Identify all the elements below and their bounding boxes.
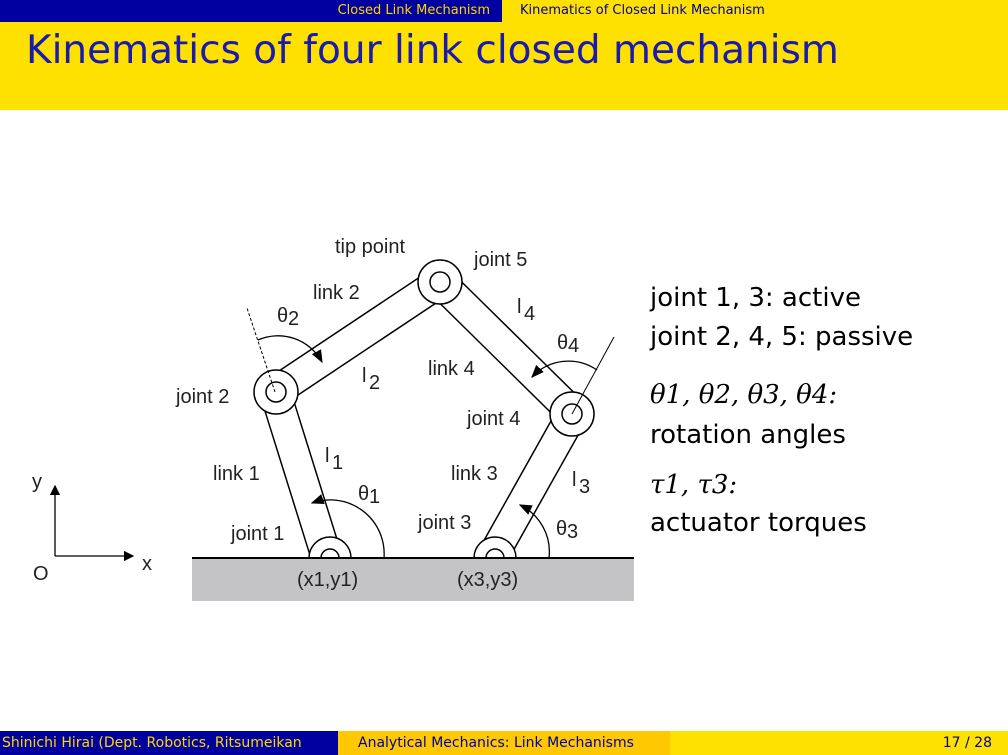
text-taus: τ1, τ3: [650,470,738,500]
text-passive-joints: joint 2, 4, 5: passive [650,322,914,352]
text-actuator-torques: actuator torques [650,508,867,538]
diagram-label: θ [557,332,568,354]
diagram-label: link 3 [451,463,498,485]
diagram-label: joint 3 [417,512,471,534]
link-1 [259,387,341,557]
diagram-label: joint 1 [230,523,284,545]
diagram-label: y [32,471,42,493]
diagram-label: l [325,445,329,467]
diagram-label: 2 [369,372,380,394]
diagram-label: θ [358,483,369,505]
footer-author[interactable]: Shinichi Hirai (Dept. Robotics, Ritsumei… [0,731,338,755]
diagram-label: l [362,365,366,387]
link-2 [266,268,449,406]
diagram-label: 1 [332,452,343,474]
diagram-label: 4 [568,335,579,357]
diagram-label: 4 [524,303,535,325]
diagram-label: (x1,y1) [297,569,358,591]
link-3 [481,405,587,560]
navigation-bar: Closed Link Mechanism Kinematics of Clos… [0,0,1008,22]
diagram-label: joint 4 [466,408,520,430]
footer-title[interactable]: Analytical Mechanics: Link Mechanisms [338,731,670,755]
text-thetas: θ1, θ2, θ3, θ4: [650,380,838,410]
diagram-label: 3 [567,521,578,543]
diagram-label: θ [556,518,567,540]
title-bar [0,22,1008,110]
text-rotation-angles: rotation angles [650,420,846,450]
diagram-label: link 1 [213,463,260,485]
diagram-label: joint 5 [473,249,527,271]
page-number: 17 / 28 [942,735,992,751]
slide-title: Kinematics of four link closed mechanism [26,28,839,73]
ground [192,558,634,601]
diagram-label: O [33,563,49,585]
diagram-label: tip point [335,236,405,258]
nav-section[interactable]: Closed Link Mechanism [337,3,490,18]
diagram-label: link 4 [428,358,475,380]
diagram-label: 3 [579,476,590,498]
diagram-label: link 2 [313,282,360,304]
diagram-label: x [142,553,152,575]
nav-subsection[interactable]: Kinematics of Closed Link Mechanism [520,3,765,18]
diagram-label: (x3,y3) [457,569,518,591]
diagram-label: l [572,469,576,491]
diagram-label: θ [277,305,288,327]
link-4 [428,270,585,425]
diagram-label: joint 2 [175,386,229,408]
diagram-label: l [517,296,521,318]
footer: Shinichi Hirai (Dept. Robotics, Ritsumei… [0,731,1008,755]
diagram-label: 2 [288,308,299,330]
diagram-label: 1 [369,486,380,508]
text-active-joints: joint 1, 3: active [650,283,861,313]
